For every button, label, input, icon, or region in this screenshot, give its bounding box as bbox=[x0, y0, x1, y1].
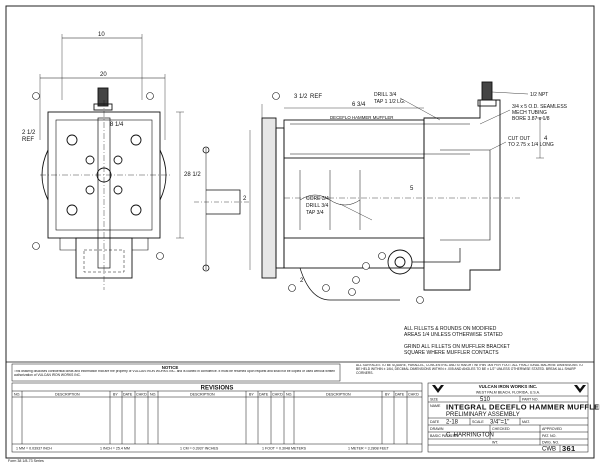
conversion-row: 1 MM = 0.03937 INCH 1 INCH = 25.4 MM 1 C… bbox=[16, 447, 390, 451]
rev-col-by-2: BY bbox=[249, 393, 254, 397]
callout-drill: DRILL 3/4 bbox=[374, 92, 397, 98]
name-label: NAME bbox=[430, 404, 441, 408]
rev-col-date-1: DATE bbox=[123, 393, 133, 397]
dwg-number: 361 bbox=[562, 444, 575, 453]
dim-top-20: 20 bbox=[100, 72, 107, 78]
fillet-note-2: AREAS 1/4 UNLESS OTHERWISE STATED bbox=[404, 332, 503, 338]
callout-bore: BORE 3.87 x 1/8 bbox=[512, 116, 550, 122]
company-logo-left bbox=[432, 385, 444, 393]
size-value: 510 bbox=[480, 397, 491, 403]
rev-col-no-1: NO. bbox=[14, 393, 20, 397]
drawing-title: INTEGRAL DECEFLO HAMMER MUFFLER bbox=[446, 403, 600, 412]
dwg-prefix: CWB bbox=[542, 447, 556, 453]
size-label: SIZE bbox=[430, 398, 439, 402]
footer-code: Form 38 1/8-73 Series bbox=[8, 459, 44, 463]
drawn-label: DRAWN bbox=[430, 427, 444, 431]
rev-col-desc-3: DESCRIPTION bbox=[326, 393, 351, 397]
date-value: 2-18 bbox=[446, 420, 459, 426]
bracket-view bbox=[194, 146, 250, 272]
core-note-2: DRILL 3/4 bbox=[306, 203, 329, 209]
callout-cut-out: CUT OUT bbox=[508, 136, 530, 142]
dim-left-ref: REF bbox=[22, 137, 34, 143]
section-view bbox=[249, 81, 544, 301]
dim-5: 5 bbox=[410, 186, 414, 192]
end-view bbox=[39, 34, 184, 290]
scale-label: SCALE bbox=[472, 420, 484, 424]
scale-value: 3/4"=1" bbox=[490, 420, 509, 426]
company-location: WEST PALM BEACH, FLORIDA, U.S.A. bbox=[476, 391, 540, 395]
dim-left-22: 2 1/2 bbox=[22, 130, 36, 136]
revisions-heading: REVISIONS bbox=[201, 386, 234, 392]
dim-top-10: 10 bbox=[98, 32, 105, 38]
grind-note-1: GRIND ALL FILLETS ON MUFFLER BRACKET bbox=[404, 344, 510, 350]
dim-3a: 3 1/2 bbox=[294, 94, 308, 100]
notice-heading: NOTICE bbox=[162, 365, 179, 370]
callout-npt: 1/2 NPT bbox=[530, 92, 548, 98]
conv-2: 1 INCH = 25.4 MM bbox=[100, 447, 130, 451]
rev-col-date-2: DATE bbox=[259, 393, 269, 397]
dim-6-3: 6 3/4 bbox=[352, 102, 366, 108]
callout-seamless: 3/4 x 5 O.D. SEAMLESS bbox=[512, 104, 568, 110]
rev-col-chk-3: CHK'D bbox=[408, 393, 419, 397]
dim-ref: REF bbox=[310, 94, 322, 100]
rev-col-by-3: BY bbox=[385, 393, 390, 397]
part-label: PART NO. bbox=[522, 398, 539, 402]
balloons-left bbox=[32, 92, 164, 260]
revisions-table bbox=[11, 382, 423, 453]
core-note-1: CORE 3/4 bbox=[306, 196, 329, 202]
callout-cut-to: TO 2.75 x 1/4 LONG bbox=[508, 142, 554, 148]
dim-2: 2 bbox=[243, 196, 247, 202]
basic-pattern-label: BASIC PATTERN bbox=[430, 434, 458, 438]
rev-col-desc-2: DESCRIPTION bbox=[190, 393, 215, 397]
leader-lines bbox=[339, 91, 529, 221]
approved-label: APPROVED bbox=[542, 427, 562, 431]
rev-col-date-3: DATE bbox=[395, 393, 405, 397]
conv-3: 1 CM = 0.3937 INCHES bbox=[180, 447, 219, 451]
company-logo-right bbox=[574, 385, 586, 393]
date-label: DATE bbox=[430, 420, 440, 424]
drawn-value: C. HARRINGTON bbox=[446, 433, 494, 439]
dim-8a: 8 1/4 bbox=[110, 122, 124, 128]
rev-col-by-1: BY bbox=[113, 393, 118, 397]
dwg-no-label: DWG. NO. bbox=[542, 441, 559, 445]
pat-no-label: PAT. NO. bbox=[542, 434, 556, 438]
dim-2b: 2 bbox=[300, 278, 304, 284]
grind-note-2: SQUARE WHERE MUFFLER CONTACTS bbox=[404, 350, 499, 356]
notice-box bbox=[11, 363, 341, 382]
conv-5: 1 METER = 3.2808 FEET bbox=[348, 447, 390, 451]
tolerance-note: ALL SURFACES TO BE SQUARE, PARALLEL, CON… bbox=[356, 364, 583, 375]
conv-4: 1 FOOT = 0.3048 METERS bbox=[262, 447, 307, 451]
rev-col-no-3: NO. bbox=[286, 393, 292, 397]
balloons-right bbox=[272, 92, 424, 304]
muffler-label: DECEFLO HAMMER MUFFLER bbox=[330, 115, 393, 120]
rev-col-chk-1: CHK'D bbox=[136, 393, 147, 397]
dim-mid: 28 1/2 bbox=[184, 172, 201, 178]
notice-body: This drawing discloses confidential idea… bbox=[14, 370, 336, 377]
rev-col-desc-1: DESCRIPTION bbox=[55, 393, 80, 397]
rev-col-no-2: NO. bbox=[150, 393, 156, 397]
conv-1: 1 MM = 0.03937 INCH bbox=[16, 447, 52, 451]
revision-columns: NO. DESCRIPTION BY DATE CHK'D NO. DESCRI… bbox=[14, 393, 419, 397]
callout-tap: TAP 1 1/2 LG. bbox=[374, 99, 405, 105]
mat-label: MAT. bbox=[522, 420, 530, 424]
wt-label: WT. bbox=[492, 441, 498, 445]
company-name: VULCAN IRON WORKS INC. bbox=[479, 384, 538, 389]
fillet-note-1: ALL FILLETS & ROUNDS ON MODIFIED bbox=[404, 326, 497, 332]
callout-mech-tubing: MECH TUBING bbox=[512, 110, 547, 116]
core-note-3: TAP 3/4 bbox=[306, 210, 324, 216]
rev-col-chk-2: CHK'D bbox=[272, 393, 283, 397]
dim-4: 4 bbox=[544, 136, 548, 142]
title-block bbox=[427, 382, 589, 453]
sheet-border bbox=[5, 5, 595, 459]
drawing-subtitle: PRELIMINARY ASSEMBLY bbox=[446, 412, 520, 418]
checked-label: CHECKED bbox=[492, 427, 510, 431]
